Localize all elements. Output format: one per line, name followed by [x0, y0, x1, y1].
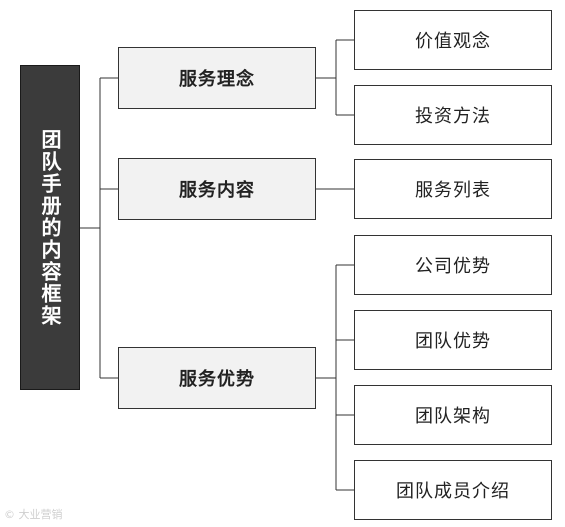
root-node-label: 团队手册的内容框架: [38, 128, 62, 327]
leaf-node-label: 团队优势: [415, 331, 491, 352]
root-node: 团队手册的内容框架: [20, 65, 80, 390]
leaf-node-label: 价值观念: [415, 31, 491, 52]
watermark: © 大业营销: [4, 506, 63, 522]
leaf-node-label: 团队架构: [415, 406, 491, 427]
leaf-node-label: 投资方法: [415, 106, 491, 127]
category-node-service-philosophy: 服务理念: [118, 47, 316, 109]
leaf-node-label: 团队成员介绍: [396, 481, 510, 502]
category-node-label: 服务理念: [179, 69, 255, 90]
leaf-node-company-advantage: 公司优势: [354, 235, 552, 295]
leaf-node-team-advantage: 团队优势: [354, 310, 552, 370]
leaf-node-team-members: 团队成员介绍: [354, 460, 552, 520]
leaf-node-label: 服务列表: [415, 180, 491, 201]
category-node-service-content: 服务内容: [118, 158, 316, 220]
category-node-label: 服务内容: [179, 180, 255, 201]
leaf-node-values: 价值观念: [354, 10, 552, 70]
leaf-node-team-structure: 团队架构: [354, 385, 552, 445]
category-node-service-advantage: 服务优势: [118, 347, 316, 409]
watermark-text: © 大业营销: [4, 508, 63, 521]
leaf-node-label: 公司优势: [415, 256, 491, 277]
leaf-node-service-list: 服务列表: [354, 159, 552, 219]
category-node-label: 服务优势: [179, 369, 255, 390]
leaf-node-investment-method: 投资方法: [354, 85, 552, 145]
